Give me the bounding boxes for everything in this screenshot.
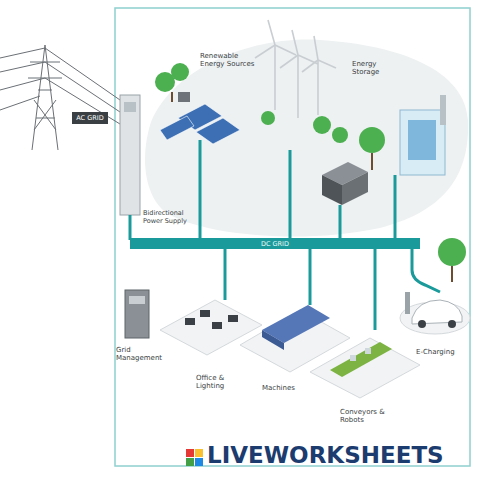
office-label: Office & Lighting: [196, 374, 248, 391]
node-text: AC GRID: [76, 114, 103, 122]
conveyors-label: Conveyors & Robots: [340, 408, 392, 425]
watermark: LIVEWORKSHEETS: [207, 444, 477, 467]
dc-grid-bar: DC GRID: [130, 238, 420, 249]
e-charging-label: E-Charging: [416, 348, 468, 356]
node-text: DC GRID: [261, 240, 289, 248]
ac-grid-tag: AC GRID: [72, 112, 108, 124]
renewable-label: Renewable Energy Sources: [200, 52, 256, 69]
storage-label: Energy Storage: [352, 60, 394, 77]
grid-management-label: Grid Management: [116, 346, 160, 363]
machines-label: Machines: [262, 384, 312, 392]
power-supply-label: Bidirectional Power Supply: [143, 210, 191, 226]
